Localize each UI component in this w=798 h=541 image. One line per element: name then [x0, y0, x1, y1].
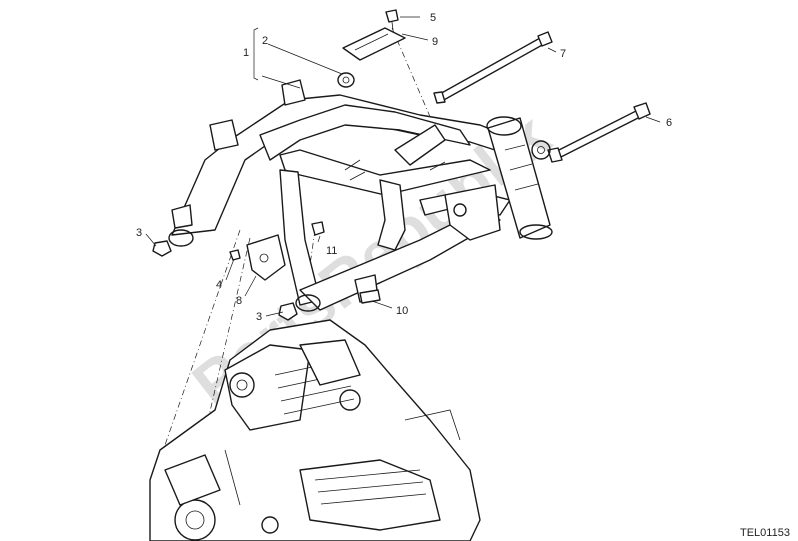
callout-6: 6 — [666, 117, 672, 129]
callout-3-lower: 3 — [256, 311, 262, 323]
callout-4: 4 — [216, 279, 222, 291]
callout-10: 10 — [396, 305, 408, 317]
part-nut-3-lower — [278, 302, 298, 321]
part-plate-9 — [342, 27, 406, 61]
part-bush-2 — [337, 72, 355, 88]
callout-7: 7 — [560, 48, 566, 60]
part-nut-3-upper — [152, 240, 172, 257]
callout-2: 2 — [262, 35, 268, 47]
part-screw-11 — [311, 221, 325, 236]
part-bolt-6 — [547, 102, 651, 163]
part-screw-5 — [385, 9, 399, 31]
callout-1: 1 — [243, 47, 249, 59]
part-bracket-8 — [246, 234, 286, 281]
callout-5: 5 — [430, 12, 436, 24]
callout-3-upper: 3 — [136, 227, 142, 239]
main-frame — [168, 79, 553, 312]
part-label-10 — [359, 289, 381, 304]
part-gear-marker — [531, 140, 551, 160]
callout-8: 8 — [236, 295, 242, 307]
callout-9: 9 — [432, 36, 438, 48]
drawing-code: TEL01153 — [740, 527, 790, 539]
callout-11: 11 — [326, 245, 337, 257]
engine-outline — [149, 319, 481, 541]
part-bolt-7 — [433, 31, 553, 104]
part-screw-4 — [229, 249, 241, 261]
leader-lines — [145, 16, 661, 317]
